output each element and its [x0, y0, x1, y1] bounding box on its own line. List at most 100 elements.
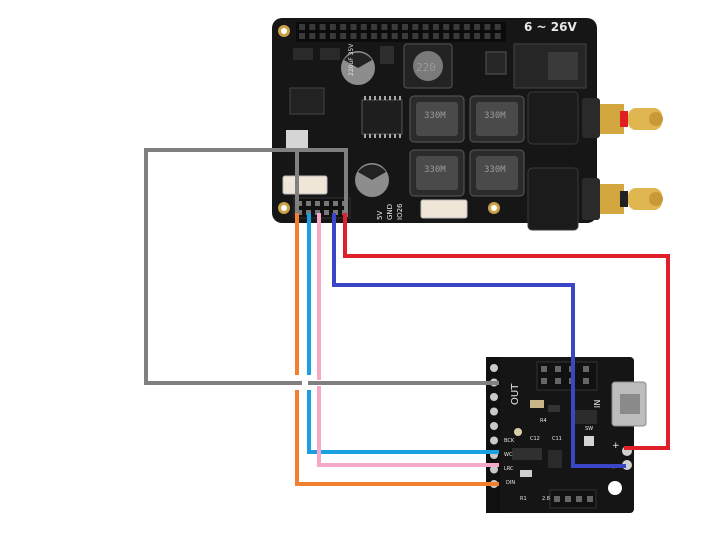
gpio-pin — [350, 24, 357, 30]
wire-orange-lower — [295, 390, 499, 486]
gpio-pin — [329, 33, 336, 39]
gpio-pin — [360, 33, 367, 39]
module-pin — [541, 366, 547, 372]
ic-pin — [384, 96, 386, 100]
ic-pin — [374, 134, 376, 138]
gpio-pin — [381, 33, 388, 39]
header-pin — [306, 210, 311, 215]
ic-pin — [399, 134, 401, 138]
gpio-pin — [432, 33, 439, 39]
gpio-pin — [329, 24, 336, 30]
power-inductor: 330M — [469, 149, 525, 197]
header-pin — [315, 210, 320, 215]
power-inductor: 330M — [469, 95, 525, 143]
gpio-pin — [340, 33, 347, 39]
gpio-pin — [474, 33, 481, 39]
ic-chip — [289, 87, 325, 115]
gpio-pin — [443, 33, 450, 39]
gpio-pin — [412, 33, 419, 39]
signal-header — [293, 197, 351, 219]
ic-pin — [369, 96, 371, 100]
gpio-pin — [463, 33, 470, 39]
gpio-pin — [340, 24, 347, 30]
wires — [144, 148, 670, 486]
ic-pin — [394, 96, 396, 100]
ic-pin — [379, 96, 381, 100]
module-pin — [555, 366, 561, 372]
module-pin — [583, 378, 589, 384]
silk-code: LRC — [504, 466, 514, 472]
gpio-pin — [309, 24, 316, 30]
gpio-pin — [391, 24, 398, 30]
header-pin — [333, 210, 338, 215]
rca-jack-top — [527, 91, 663, 145]
ic-pin — [364, 96, 366, 100]
header-pin — [315, 201, 320, 206]
capacitor-label: 220uF 35V — [348, 43, 355, 76]
wire-pink-lower — [317, 386, 499, 467]
module-pin — [490, 465, 498, 474]
gpio-pin — [309, 33, 316, 39]
pin-label-gnd: GND — [386, 204, 394, 220]
ic-pin — [389, 96, 391, 100]
header-pin — [324, 210, 329, 215]
bottom-header — [549, 489, 597, 509]
gpio-header — [296, 22, 506, 42]
silk-code: C11 — [552, 436, 562, 442]
module-pin — [576, 496, 582, 502]
gpio-pin — [484, 33, 491, 39]
inductor-code: 330M — [424, 111, 446, 121]
silk-code: 2.8 — [542, 496, 550, 502]
button — [286, 130, 308, 148]
wire-red — [343, 213, 670, 450]
module-pin — [490, 364, 498, 372]
out-label: OUT — [510, 383, 521, 405]
gpio-pin — [494, 24, 501, 30]
module-pin — [554, 496, 560, 502]
silk-code: WC — [504, 452, 513, 458]
power-inductor: 330M — [409, 149, 465, 197]
header-pin — [297, 210, 302, 215]
silk-code: C12 — [530, 436, 540, 442]
gpio-pin — [484, 24, 491, 30]
regulator-chip — [485, 51, 507, 75]
gpio-pin — [453, 24, 460, 30]
module-pin — [490, 407, 498, 416]
gpio-pin — [432, 24, 439, 30]
amp-ic — [361, 99, 403, 135]
ic-pin — [379, 134, 381, 138]
module-pin — [587, 496, 593, 502]
gpio-pin — [319, 24, 326, 30]
gpio-pin — [422, 24, 429, 30]
gpio-pin — [360, 24, 367, 30]
gpio-pin — [463, 24, 470, 30]
ic-pin — [369, 134, 371, 138]
inductor-code: 330M — [424, 165, 446, 175]
pin-label-io26: IO26 — [396, 203, 404, 220]
gpio-pin — [299, 24, 305, 30]
ic-pin — [384, 134, 386, 138]
silk-code: BCK — [504, 438, 515, 444]
gpio-pin — [402, 33, 408, 39]
wire-gray — [144, 148, 302, 385]
header-pin — [297, 201, 302, 206]
gpio-pin — [422, 33, 429, 39]
module-pin — [490, 422, 498, 430]
power-inductor: 330M — [409, 95, 465, 143]
inductor-code: 330M — [484, 165, 506, 175]
gpio-pin — [350, 33, 357, 39]
ic-pin — [374, 96, 376, 100]
pin-label-5v: 5V — [376, 211, 384, 220]
silk-code: DIN — [506, 480, 515, 486]
header-pin — [324, 201, 329, 206]
wire-dark-blue — [332, 213, 626, 468]
module-pin — [555, 378, 561, 384]
silk-code: R1 — [520, 496, 527, 502]
gpio-pin — [402, 24, 408, 30]
gpio-pin — [381, 24, 388, 30]
gpio-pin — [494, 33, 501, 39]
gpio-pin — [412, 24, 419, 30]
